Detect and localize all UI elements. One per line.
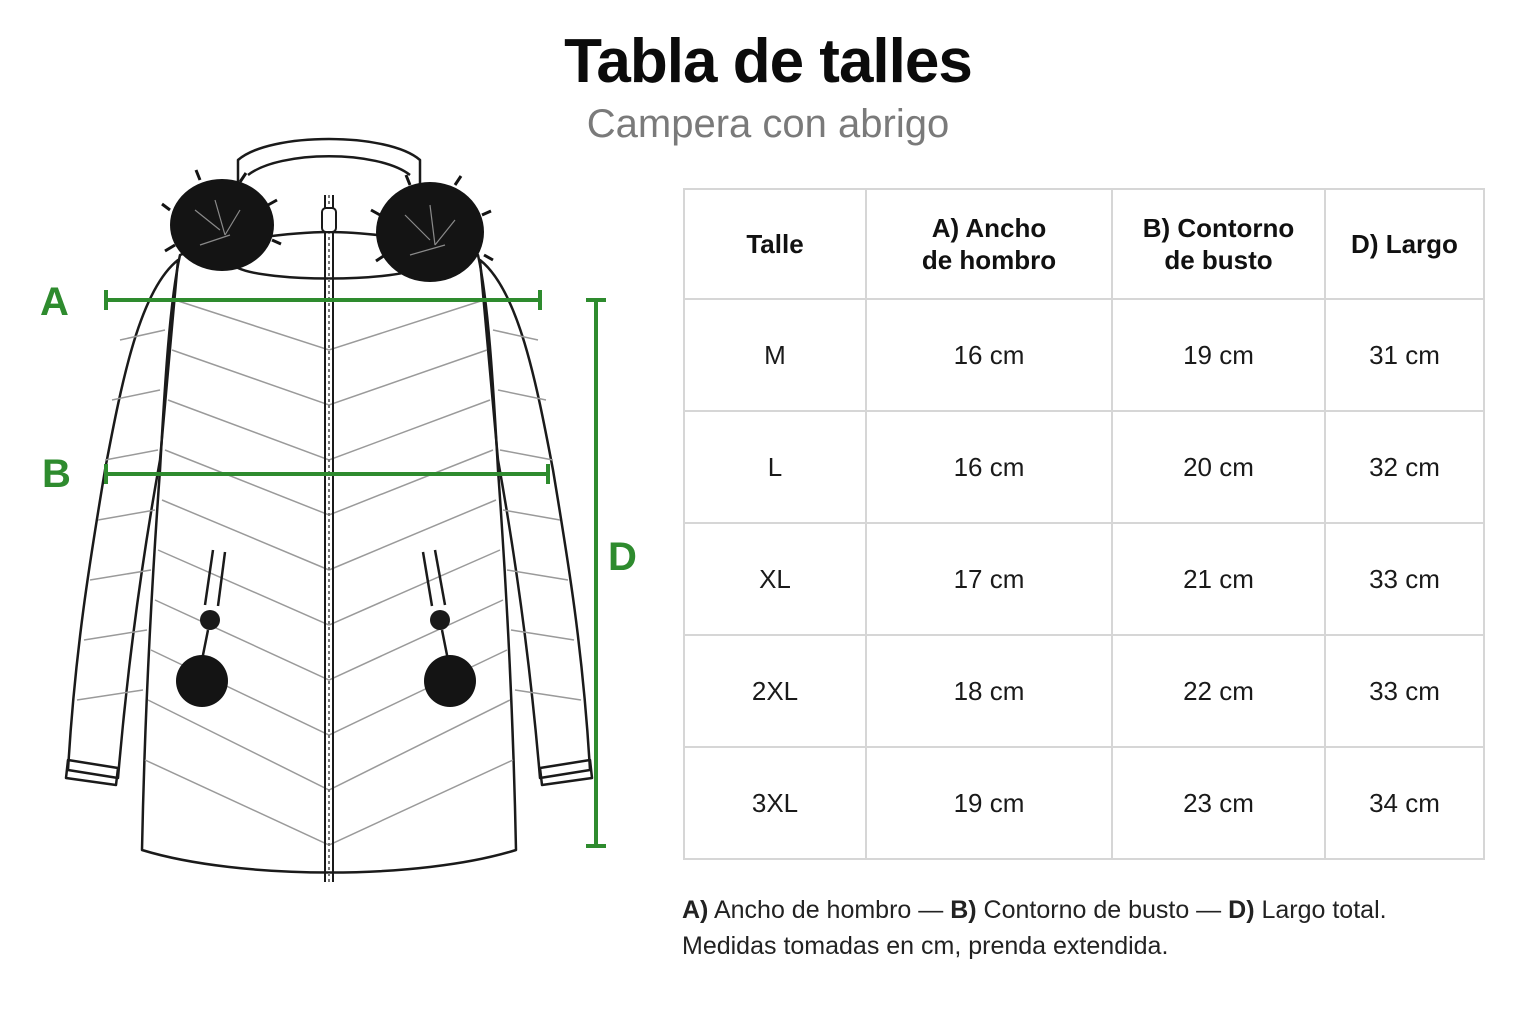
table-row: 3XL 19 cm 23 cm 34 cm bbox=[683, 746, 1485, 860]
cell-contorno: 21 cm bbox=[1111, 522, 1326, 636]
table-row: M 16 cm 19 cm 31 cm bbox=[683, 298, 1485, 412]
cell-contorno: 20 cm bbox=[1111, 410, 1326, 524]
right-sleeve bbox=[478, 258, 592, 780]
cell-ancho: 17 cm bbox=[865, 522, 1113, 636]
label-d: D bbox=[608, 535, 637, 579]
cell-talle: L bbox=[683, 410, 867, 524]
cell-talle: 2XL bbox=[683, 634, 867, 748]
zipper-pull-left bbox=[200, 610, 220, 661]
header-talle: Talle bbox=[683, 188, 867, 300]
pompom-icon bbox=[176, 655, 228, 707]
fur-hood-icon bbox=[161, 169, 494, 282]
cell-largo: 31 cm bbox=[1324, 298, 1485, 412]
table-row: XL 17 cm 21 cm 33 cm bbox=[683, 522, 1485, 636]
zipper-icon bbox=[321, 195, 337, 882]
left-cuff bbox=[64, 758, 120, 787]
header-largo: D) Largo bbox=[1324, 188, 1485, 300]
zipper-pull-right bbox=[430, 610, 450, 661]
footnote: A) Ancho de hombro — B) Contorno de bust… bbox=[682, 892, 1502, 964]
page-subtitle: Campera con abrigo bbox=[586, 102, 950, 146]
footnote-note: Medidas tomadas en cm, prenda extendida. bbox=[682, 932, 1169, 960]
footnote-legend: A) Ancho de hombro — B) Contorno de bust… bbox=[682, 896, 1387, 924]
cell-talle: M bbox=[683, 298, 867, 412]
cell-contorno: 23 cm bbox=[1111, 746, 1326, 860]
table-row: 2XL 18 cm 22 cm 33 cm bbox=[683, 634, 1485, 748]
measure-lines bbox=[104, 290, 606, 848]
cell-largo: 34 cm bbox=[1324, 746, 1485, 860]
label-b: B bbox=[42, 452, 71, 496]
cell-ancho: 19 cm bbox=[865, 746, 1113, 860]
right-cuff bbox=[538, 758, 594, 787]
cell-largo: 33 cm bbox=[1324, 634, 1485, 748]
left-sleeve bbox=[66, 258, 180, 780]
cell-ancho: 18 cm bbox=[865, 634, 1113, 748]
table-row: L 16 cm 20 cm 32 cm bbox=[683, 410, 1485, 524]
pompom-icon bbox=[424, 655, 476, 707]
cell-contorno: 22 cm bbox=[1111, 634, 1326, 748]
cell-largo: 32 cm bbox=[1324, 410, 1485, 524]
label-a: A bbox=[40, 280, 69, 324]
cell-contorno: 19 cm bbox=[1111, 298, 1326, 412]
cell-largo: 33 cm bbox=[1324, 522, 1485, 636]
pockets bbox=[203, 549, 447, 607]
jacket-illustration: A B D bbox=[40, 137, 637, 882]
cell-ancho: 16 cm bbox=[865, 410, 1113, 524]
cell-ancho: 16 cm bbox=[865, 298, 1113, 412]
cell-talle: XL bbox=[683, 522, 867, 636]
cell-talle: 3XL bbox=[683, 746, 867, 860]
page-title: Tabla de talles bbox=[564, 27, 973, 96]
